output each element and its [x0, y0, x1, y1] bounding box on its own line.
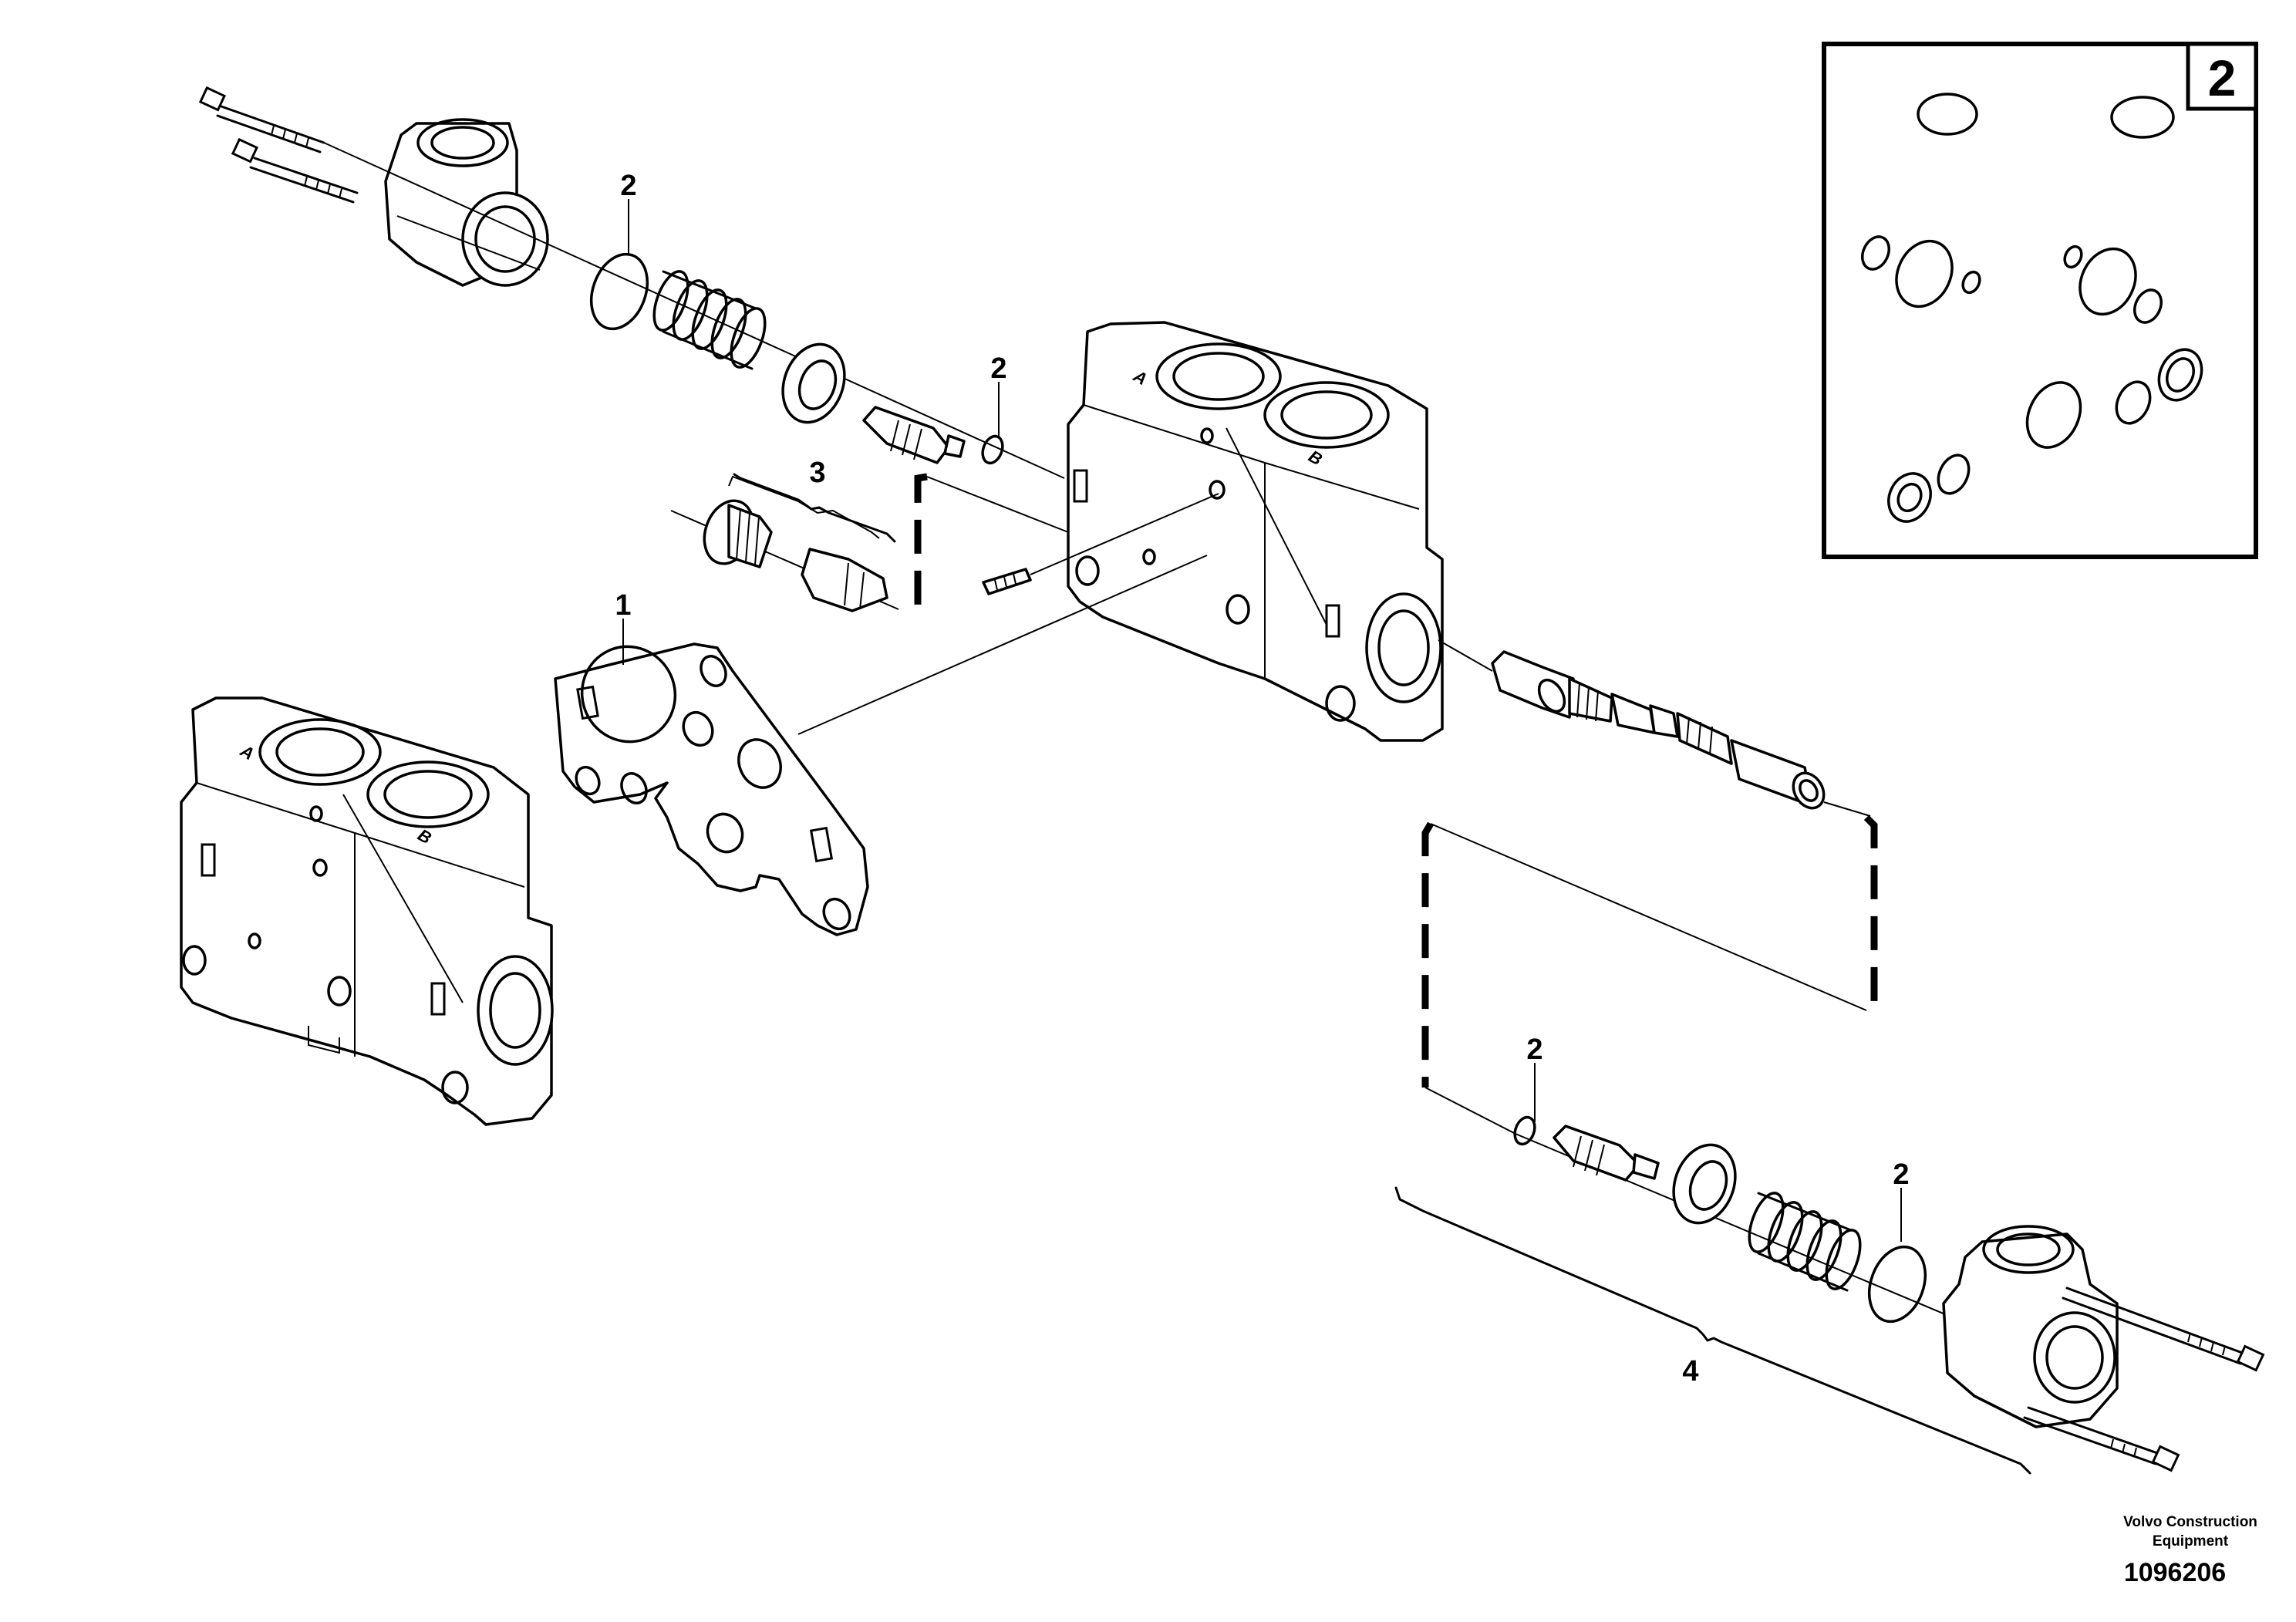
inset-seals — [1861, 93, 2203, 523]
o-ring-bottom — [1868, 1245, 1927, 1324]
bottom-relief-assembly — [1513, 1115, 2265, 1472]
o-ring-small-bottom — [1513, 1115, 1536, 1146]
spring-top — [652, 270, 767, 370]
brace-3 — [733, 473, 896, 543]
o-ring-small-top — [981, 434, 1004, 465]
callout-3: 3 — [809, 457, 825, 489]
inset-number-box — [2186, 42, 2258, 111]
end-cap-bottom — [1942, 1225, 2119, 1428]
o-ring-top — [590, 252, 649, 331]
spring-seat-top — [781, 342, 846, 424]
cap-bolt-upper — [198, 86, 325, 153]
inset-number: 2 — [2208, 49, 2237, 106]
side-port-main — [1365, 592, 1442, 703]
poppet-top — [862, 406, 966, 464]
callout-2-lower: 2 — [1526, 1034, 1542, 1066]
spring-seat-bottom — [1672, 1143, 1737, 1225]
callout-2-right: 2 — [1893, 1158, 1909, 1191]
left-valve-section: A B — [180, 696, 554, 1126]
gasket-plate — [554, 642, 869, 936]
poppet-bottom — [1553, 1125, 1660, 1182]
document-number: 1096206 — [2124, 1558, 2226, 1587]
seal-kit-inset: 2 — [1822, 42, 2258, 559]
credit-line-1: Volvo Construction — [2123, 1514, 2257, 1530]
callout-2-top: 2 — [620, 170, 636, 202]
port-a-left — [258, 718, 382, 786]
port-b-left — [366, 760, 490, 828]
check-valve — [801, 548, 888, 612]
cap-bolt-lower — [231, 137, 359, 204]
callout-1: 1 — [615, 589, 631, 622]
end-cap-top — [384, 118, 549, 287]
callout-4: 4 — [1682, 1355, 1698, 1388]
callout-2-mid: 2 — [990, 352, 1006, 385]
main-valve-section: A B — [1067, 321, 1444, 742]
port-a-main — [1155, 342, 1282, 410]
brace-4 — [1394, 1186, 2031, 1475]
port-b-main — [1263, 381, 1390, 449]
cap-bolt-right-upper — [2062, 1286, 2265, 1372]
top-relief-assembly — [198, 86, 1065, 479]
plug-assembly — [670, 475, 899, 612]
plug — [703, 499, 773, 568]
spring-bottom — [1748, 1192, 1862, 1292]
spool — [1438, 639, 1826, 810]
credit-line-2: Equipment — [2153, 1533, 2229, 1549]
cap-bolt-right-lower — [2023, 1406, 2180, 1472]
set-screw — [982, 493, 1219, 595]
side-port-left — [477, 955, 554, 1066]
